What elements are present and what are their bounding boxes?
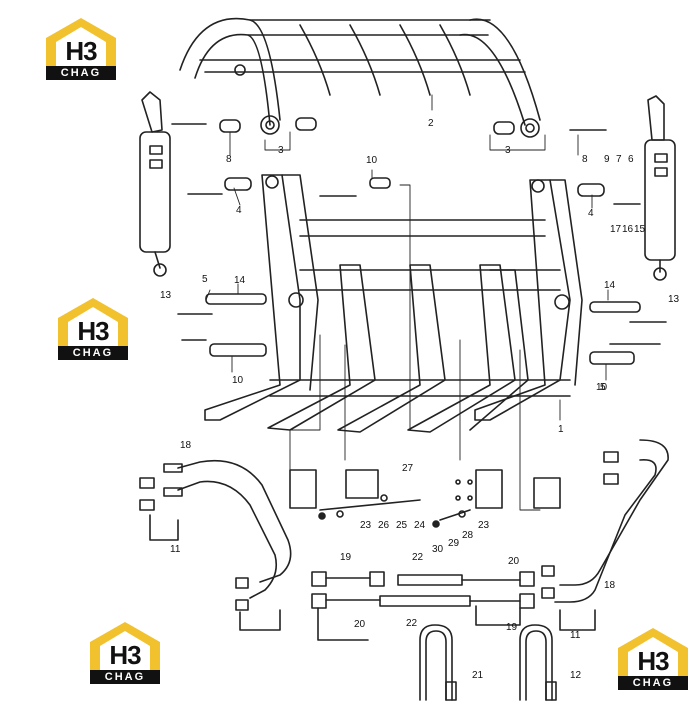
brand-logo-mid-left: H3 CHAG — [56, 296, 130, 362]
callout-20-left: 20 — [354, 619, 366, 630]
callout-19-left: 19 — [340, 552, 352, 563]
callout-27: 27 — [402, 463, 414, 474]
callout-23-left: 23 — [360, 520, 372, 531]
logo-text: CHAG — [618, 676, 688, 690]
callout-7: 7 — [616, 154, 622, 165]
callout-5-left: 5 — [202, 274, 208, 285]
callout-30: 30 — [432, 544, 444, 555]
house-roof-icon — [90, 622, 160, 670]
callout-26: 26 — [378, 520, 390, 531]
callout-15: 15 — [634, 224, 646, 235]
callout-2: 2 — [428, 118, 434, 129]
callout-6: 6 — [628, 154, 634, 165]
callout-18-right: 18 — [604, 580, 616, 591]
callout-13-left: 13 — [160, 290, 172, 301]
callout-3-right: 3 — [505, 145, 511, 156]
callout-22-top: 22 — [412, 552, 424, 563]
right-cylinder — [644, 95, 676, 281]
callout-29: 29 — [448, 538, 460, 549]
right-hose-set — [541, 439, 669, 631]
logo-text: CHAG — [90, 670, 160, 684]
callout-14-left: 14 — [234, 275, 246, 286]
callout-13-right: 13 — [668, 294, 680, 305]
callout-11-right: 11 — [570, 630, 581, 641]
u-pipes — [419, 624, 557, 701]
grapple-arch — [179, 17, 541, 138]
callout-10-top: 10 — [366, 155, 378, 166]
callout-12: 12 — [570, 670, 582, 681]
callout-24: 24 — [414, 520, 426, 531]
callout-8-left: 8 — [226, 154, 232, 165]
left-cylinder — [139, 91, 171, 277]
house-roof-icon — [618, 628, 688, 676]
callout-19-right: 19 — [506, 622, 518, 633]
house-roof-icon — [58, 298, 128, 346]
callout-8-right: 8 — [582, 154, 588, 165]
callout-10-left: 10 — [232, 375, 244, 386]
brackets-and-fittings — [289, 469, 561, 528]
brand-logo-top-left: H3 CHAG — [44, 16, 118, 82]
pins-left — [171, 117, 391, 357]
callout-10-right: 10 — [596, 382, 608, 393]
callout-18-left: 18 — [180, 440, 192, 451]
callout-labels: 1 2 3 3 4 4 5 5 6 7 8 8 9 10 10 10 11 11… — [160, 118, 680, 681]
left-hose-set — [139, 459, 292, 631]
leader-lines — [205, 94, 609, 511]
pins-right — [493, 121, 667, 365]
callout-21: 21 — [472, 670, 484, 681]
callout-3-left: 3 — [278, 145, 284, 156]
callout-11-left: 11 — [170, 544, 181, 555]
callout-5-right: 5 — [600, 382, 606, 393]
callout-14-right: 14 — [604, 280, 616, 291]
logo-mark: H3 — [77, 316, 109, 346]
callout-23-right: 23 — [478, 520, 490, 531]
callout-1: 1 — [558, 424, 564, 435]
callout-9: 9 — [604, 154, 610, 165]
callout-4-left: 4 — [236, 205, 242, 216]
logo-text: CHAG — [58, 346, 128, 360]
logo-text: CHAG — [46, 66, 116, 80]
callout-16: 16 — [622, 224, 634, 235]
bottom-hydraulic-lines — [311, 571, 535, 641]
callout-25: 25 — [396, 520, 408, 531]
logo-mark: H3 — [637, 646, 669, 676]
house-roof-icon — [46, 18, 116, 66]
callout-4-right: 4 — [588, 208, 594, 219]
logo-mark: H3 — [65, 36, 97, 66]
callout-22-bottom: 22 — [406, 618, 418, 629]
brand-logo-bottom-left: H3 CHAG — [88, 620, 162, 686]
logo-mark: H3 — [109, 640, 141, 670]
callout-28: 28 — [462, 530, 474, 541]
callout-20-right: 20 — [508, 556, 520, 567]
brand-logo-bottom-right: H3 CHAG — [616, 626, 690, 692]
callout-17: 17 — [610, 224, 622, 235]
